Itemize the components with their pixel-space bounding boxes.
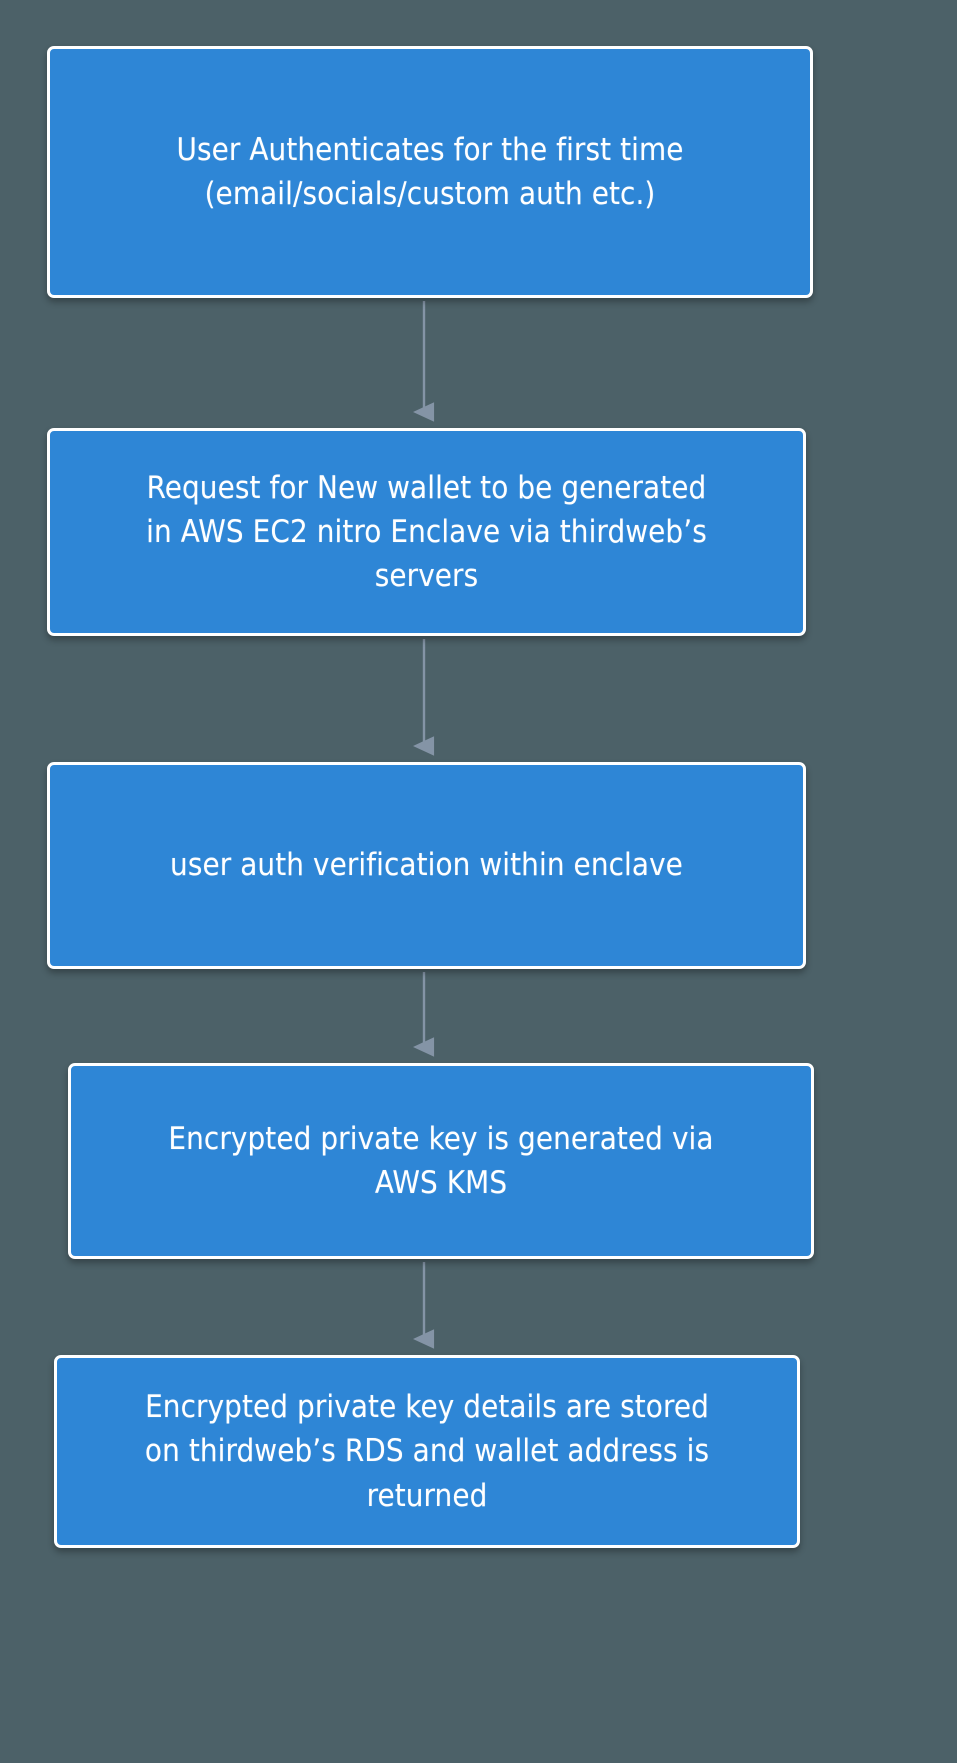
- flow-node-user-authenticates[interactable]: User Authenticates for the first time (e…: [47, 46, 813, 298]
- flow-node-label: Encrypted private key is generated via A…: [168, 1120, 714, 1201]
- flow-node-key-details-stored[interactable]: Encrypted private key details are stored…: [54, 1355, 800, 1548]
- flow-node-request-new-wallet[interactable]: Request for New wallet to be generated i…: [47, 428, 806, 636]
- flow-node-user-auth-verification[interactable]: user auth verification within enclave: [47, 762, 806, 969]
- flow-node-label: User Authenticates for the first time (e…: [176, 131, 684, 212]
- flow-node-label: Encrypted private key details are stored…: [144, 1389, 710, 1514]
- flow-node-label: user auth verification within enclave: [170, 847, 683, 884]
- flow-node-label: Request for New wallet to be generated i…: [146, 469, 707, 594]
- flow-node-encrypted-key-generated[interactable]: Encrypted private key is generated via A…: [68, 1063, 814, 1259]
